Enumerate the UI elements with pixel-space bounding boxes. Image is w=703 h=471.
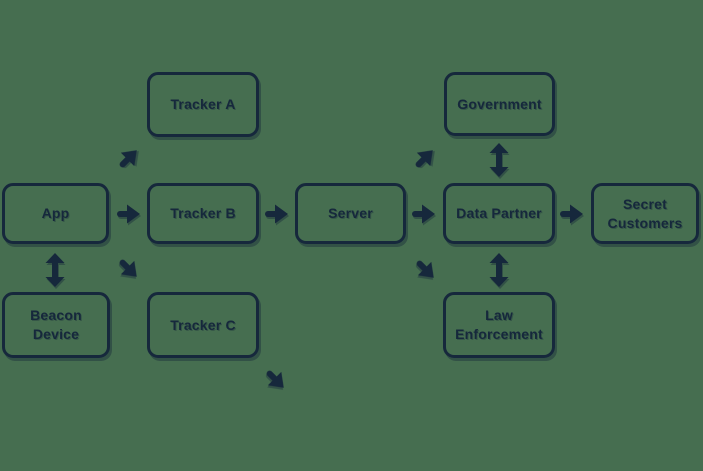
- node-tracker-a-label: Tracker A: [170, 96, 236, 113]
- node-data-partner-label: Data Partner: [456, 205, 542, 222]
- arrow-right-icon: [560, 204, 583, 224]
- node-law-enforcement-label: Law Enforcement: [455, 307, 543, 342]
- node-app: App: [2, 183, 109, 244]
- arrow-up-right-icon: [415, 150, 433, 168]
- node-server-label: Server: [328, 205, 373, 222]
- arrow-down-right-icon: [119, 259, 137, 277]
- node-beacon-device: Beacon Device: [2, 292, 110, 358]
- node-beacon-device-label: Beacon Device: [30, 307, 82, 342]
- arrow-up-down-icon: [489, 143, 509, 177]
- arrow-up-down-icon: [45, 253, 65, 287]
- node-app-label: App: [41, 205, 70, 222]
- arrow-up-down-icon: [489, 253, 509, 287]
- arrow-down-right-icon: [416, 260, 434, 278]
- node-data-partner: Data Partner: [443, 183, 555, 244]
- node-government-label: Government: [457, 95, 542, 112]
- node-tracker-a: Tracker A: [147, 72, 259, 137]
- node-tracker-c: Tracker C: [147, 292, 259, 358]
- arrow-up-right-icon: [119, 150, 137, 168]
- node-law-enforcement: Law Enforcement: [443, 292, 555, 358]
- arrow-right-icon: [265, 204, 288, 224]
- node-government: Government: [444, 72, 555, 136]
- node-tracker-b: Tracker B: [147, 183, 259, 244]
- node-server: Server: [295, 183, 406, 244]
- node-secret-customers: Secret Customers: [591, 183, 699, 244]
- node-tracker-c-label: Tracker C: [170, 316, 236, 333]
- node-tracker-b-label: Tracker B: [170, 205, 236, 222]
- arrow-down-right-icon: [266, 370, 284, 388]
- arrow-right-icon: [117, 204, 140, 224]
- arrow-right-icon: [412, 204, 435, 224]
- node-secret-customers-label: Secret Customers: [607, 195, 683, 231]
